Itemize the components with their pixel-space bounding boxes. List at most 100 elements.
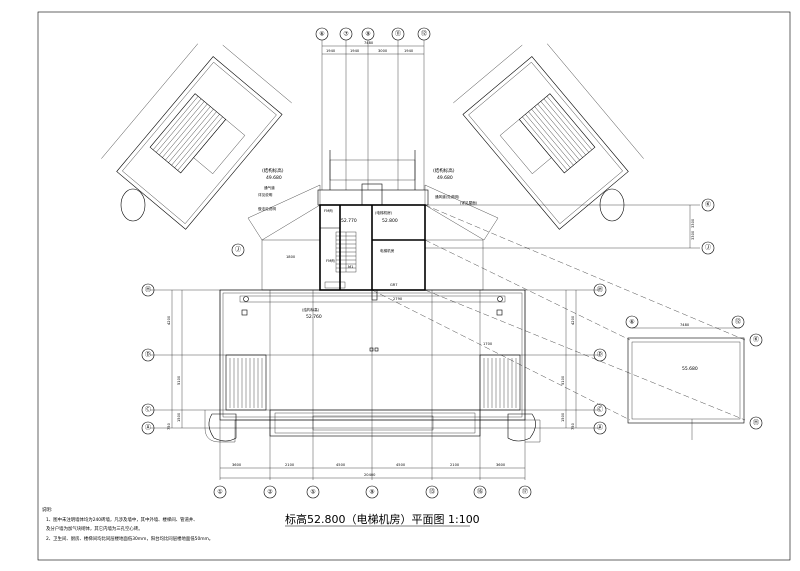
axis-label: Ⓓ <box>597 351 603 359</box>
dimension-inset: 7480 3300 <box>680 205 695 327</box>
vent-label-left: 通气道 <box>264 185 275 190</box>
axis-label: Ⓗ <box>597 286 603 294</box>
dimension-text: 2100 <box>285 463 295 467</box>
axis-bubbles-bottom: ① ② ⑤ ⑨ ⑬ ⑯ ⑰ <box>213 485 532 499</box>
inset-elev: 55.680 <box>682 366 698 372</box>
dimension-text: 1500 <box>177 412 181 422</box>
right-lobby <box>424 239 484 291</box>
dimension-text: 20400 <box>364 473 376 477</box>
dimension-text: 4200 <box>167 315 171 325</box>
dimension-text: 3600 <box>496 463 506 467</box>
roof-elev-right: 49.680 <box>437 175 453 181</box>
roof-elev-left: 49.680 <box>266 175 282 181</box>
note-line: 1、图中未注明墙体均为240砖墙，凡涉及墙中，其中外墙、楼梯间、管道井、 <box>46 516 198 523</box>
dimension-text: 4500 <box>336 463 346 467</box>
axis-bubbles-top: ⑥ ⑦ ⑨ ⑪ ⑫ <box>315 27 431 41</box>
dimension-text: 750 <box>167 422 171 430</box>
axis-label: ⑤ <box>310 489 315 496</box>
dimension-text: 1940 <box>350 49 360 53</box>
dimension-text: 1700 <box>483 342 493 346</box>
axis-label: ⑪ <box>395 30 401 38</box>
gate-tag: GR7 <box>390 283 398 287</box>
dimension-text: 2100 <box>450 463 460 467</box>
dimension-text: 4200 <box>571 315 575 325</box>
inset-roof-plan <box>627 327 745 440</box>
roof-label-right: (结构标高) <box>433 167 455 174</box>
dimension-right: 4200 5100 1500 750 <box>561 290 577 430</box>
left-lobby <box>261 239 321 291</box>
axis-label: ⑨ <box>365 31 370 38</box>
notes-block: 说明: 1、图中未注明墙体均为240砖墙，凡涉及墙中，其中外墙、楼梯间、管道井、… <box>42 506 213 542</box>
axis-label: ⑦ <box>343 31 349 38</box>
axis-label: ⑥ <box>629 319 634 326</box>
machine-room-elev: 52.800 <box>382 218 398 224</box>
vent-note-left: 详见说明 <box>258 192 273 197</box>
notes-heading: 说明: <box>42 506 52 513</box>
dimension-text: 5100 <box>177 375 181 385</box>
dimension-top: 7480 1940 1940 3000 1940 <box>322 41 424 55</box>
dimension-text: 3600 <box>232 463 242 467</box>
axis-label: Ⓐ <box>597 424 603 432</box>
dimension-left: 4200 5100 1500 750 <box>167 290 183 430</box>
dimension-text: 7480 <box>364 41 374 45</box>
right-balcony-hatch <box>483 358 517 408</box>
stair-elev: 52.760 <box>306 314 322 320</box>
vent-note-right: (详见屋面) <box>460 200 478 205</box>
core-elev: 52.770 <box>341 218 357 224</box>
elevator-label: 电梯机房 <box>380 248 395 253</box>
axis-label: ⑯ <box>477 488 483 496</box>
dimension-text: 3300 <box>691 218 695 228</box>
axis-label: ⑫ <box>735 318 741 326</box>
right-connector <box>424 184 499 241</box>
axis-label: ⑨ <box>369 489 374 496</box>
axis-label: Ⓚ <box>705 201 711 209</box>
projection-lines <box>371 204 746 421</box>
axis-label: Ⓓ <box>145 351 151 359</box>
vent-label-right: 通风道(见说明) <box>435 194 460 199</box>
axis-label: Ⓒ <box>145 406 151 414</box>
dimension-text: 4500 <box>396 463 406 467</box>
axis-label: Ⓙ <box>235 246 241 254</box>
dimension-text: 1800 <box>286 255 296 259</box>
machine-room-label: (电梯机房) <box>375 210 393 215</box>
axis-label: Ⓐ <box>145 424 151 432</box>
stair-note: (结构标高) <box>302 307 320 312</box>
right-wing <box>453 43 644 230</box>
left-connector <box>247 184 321 241</box>
dimension-text: 1940 <box>404 49 414 53</box>
room-labels: (结构标高) 49.680 (结构标高) 49.680 通气道 详见说明 做法见… <box>258 167 698 372</box>
dimension-text: 2790 <box>393 297 403 301</box>
left-balcony-hatch <box>229 358 263 408</box>
drawing-title: 标高52.800（电梯机房）平面图 1:100 <box>285 512 480 526</box>
dimension-text: 1500 <box>561 412 565 422</box>
sheet-frame <box>37 11 791 561</box>
elevator-core <box>317 150 429 301</box>
note-line: 2、卫生间、厨房、楼梯间均比同层楼地面低30mm，阳台均比同层楼地面低50mm。 <box>46 535 213 542</box>
left-bay-window <box>120 188 146 222</box>
dimension-text: 7480 <box>680 323 690 327</box>
roof-label-left: (结构标高) <box>262 167 284 174</box>
note-line: 及分户墙为加气块砌体，其它内墙为三孔空心砖。 <box>46 525 143 532</box>
main-block <box>204 289 541 443</box>
door-tag-m1: M1 <box>348 265 353 269</box>
dimension-text: 750 <box>571 422 575 430</box>
left-wing <box>101 43 292 230</box>
axis-label: Ⓙ <box>705 244 711 252</box>
axis-label: Ⓚ <box>753 336 759 344</box>
axis-label: ② <box>267 489 273 496</box>
axis-bubbles-right: Ⓗ Ⓓ Ⓒ Ⓐ Ⓚ Ⓙ <box>593 198 715 435</box>
axis-label: ① <box>217 489 222 496</box>
vent-note-left-b: 做法见说明 <box>258 206 276 211</box>
axis-label: Ⓗ <box>753 419 759 427</box>
axis-label: ⑫ <box>421 30 427 38</box>
axis-label: Ⓒ <box>597 406 603 414</box>
dimension-text: 3000 <box>378 49 388 53</box>
dimension-text: 1940 <box>326 49 336 53</box>
door-tag-a: FM丙 <box>324 208 333 213</box>
axis-label: ⑬ <box>429 488 435 496</box>
dimension-bottom: 3600 2100 4500 4500 2100 3600 20400 <box>220 463 525 479</box>
axis-bubbles-inset: ⑥ ⑫ Ⓚ Ⓗ <box>625 315 763 430</box>
axis-bubbles-left: Ⓗ Ⓓ Ⓒ Ⓐ Ⓙ <box>141 243 245 435</box>
